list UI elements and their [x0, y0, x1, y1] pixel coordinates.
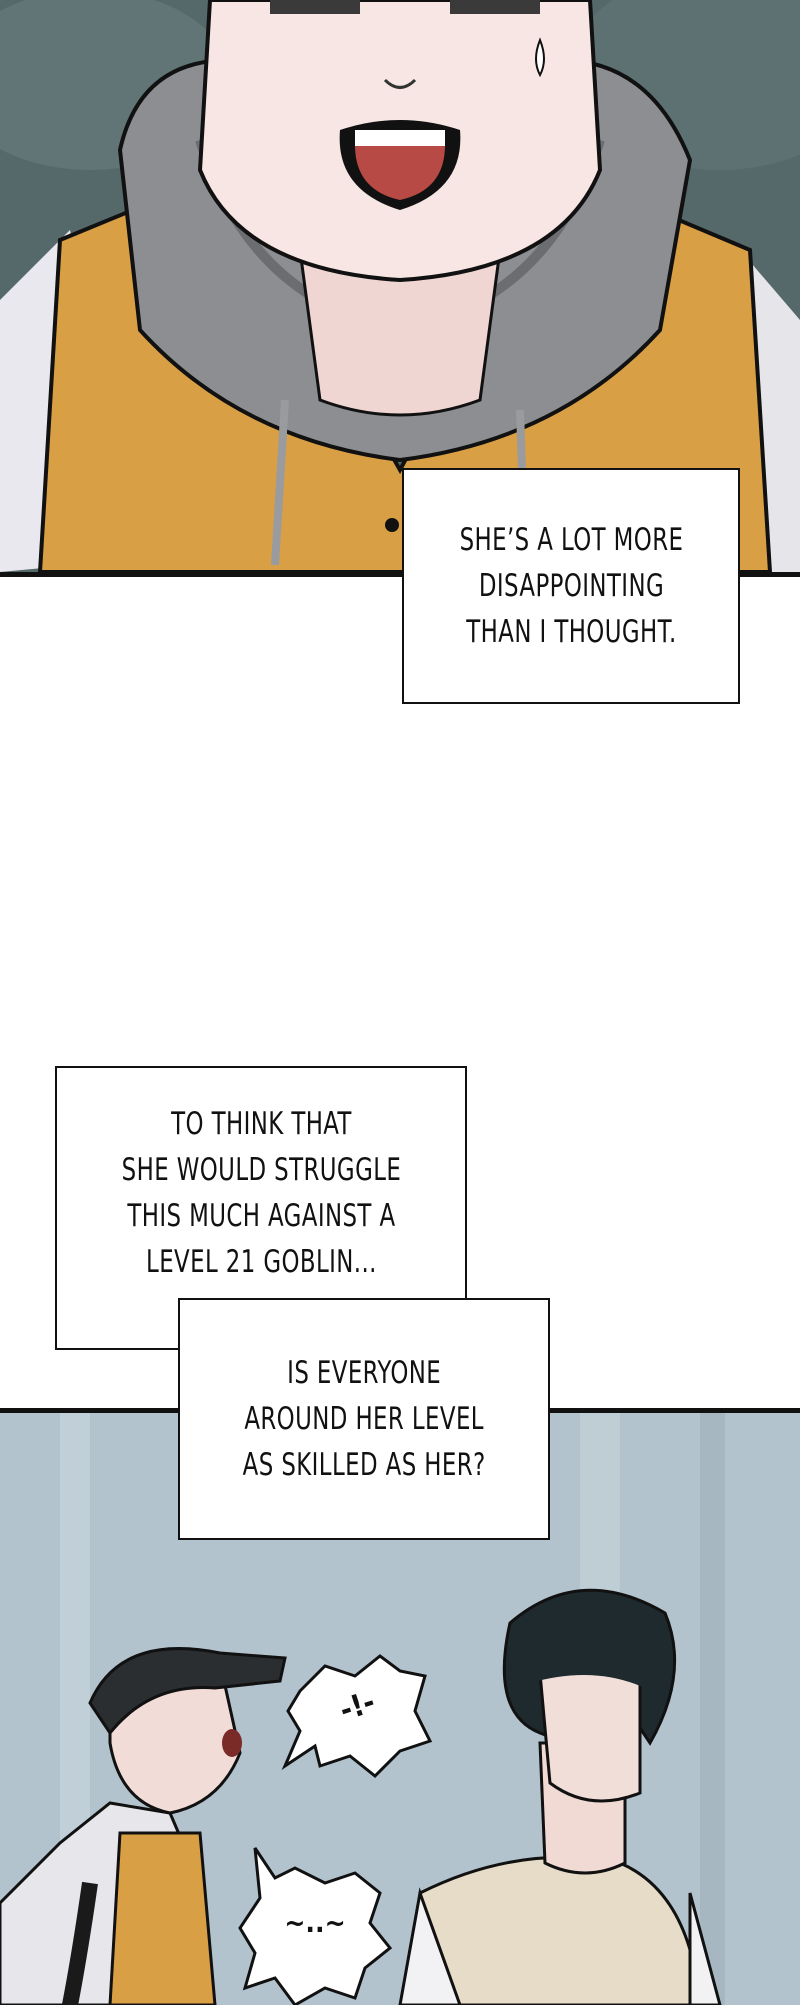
caption-line: SHE’S A LOT MORE — [459, 522, 683, 558]
caption-line: THIS MUCH AGAINST A — [126, 1198, 396, 1234]
caption-line: SHE WOULD STRUGGLE — [121, 1152, 401, 1188]
caption-line: IS EVERYONE — [287, 1355, 441, 1391]
caption-text-skilled: IS EVERYONE AROUND HER LEVEL AS SKILLED … — [243, 1350, 486, 1488]
caption-line: LEVEL 21 GOBLIN... — [145, 1244, 377, 1280]
bubble-upper-shape — [281, 1654, 433, 1779]
caption-line: DISAPPOINTING — [478, 568, 664, 604]
caption-text-disappointing: SHE’S A LOT MORE DISAPPOINTING THAN I TH… — [459, 517, 683, 655]
caption-text-struggle: TO THINK THAT SHE WOULD STRUGGLE THIS MU… — [121, 1101, 401, 1285]
caption-line: AS SKILLED AS HER? — [242, 1447, 486, 1483]
caption-line: THAN I THOUGHT. — [465, 614, 677, 650]
caption-box-disappointing: SHE’S A LOT MORE DISAPPOINTING THAN I TH… — [402, 468, 740, 704]
caption-box-skilled: IS EVERYONE AROUND HER LEVEL AS SKILLED … — [178, 1298, 550, 1540]
caption-line: TO THINK THAT — [170, 1106, 352, 1142]
bubble-lower-text: ~..~ — [284, 1906, 346, 1939]
speech-bubble-lower: ~..~ — [235, 1838, 395, 2005]
speech-bubble-upper: -!- — [280, 1651, 435, 1781]
bubble-lower-shape — [238, 1847, 393, 2005]
caption-line: AROUND HER LEVEL — [244, 1401, 484, 1437]
